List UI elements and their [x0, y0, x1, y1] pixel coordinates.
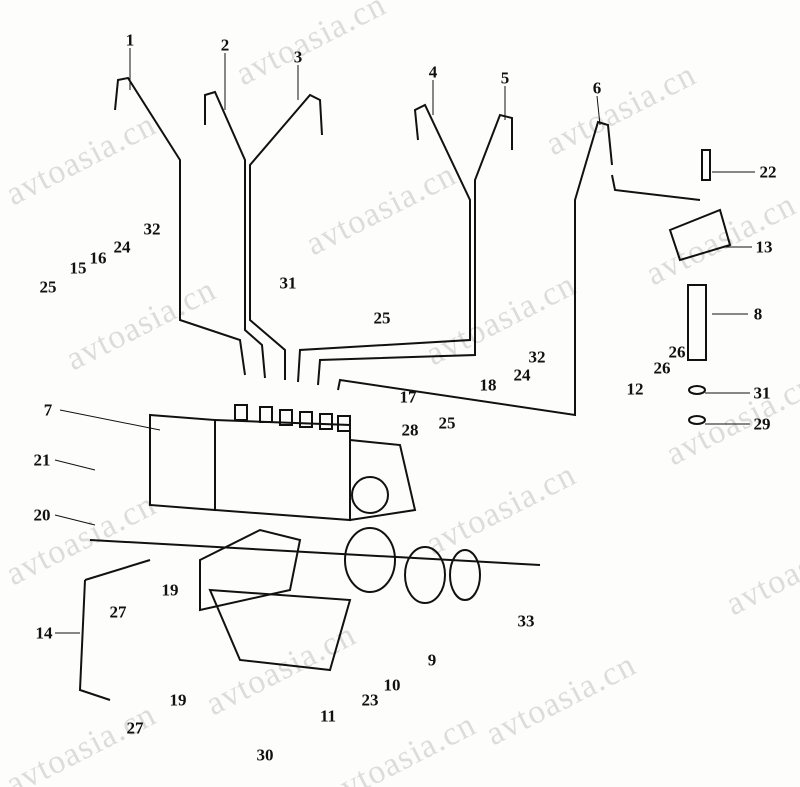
callout-31: 31	[753, 383, 771, 403]
callout-26: 26	[668, 342, 686, 362]
leader-lines	[54, 48, 755, 634]
callout-24: 24	[513, 365, 531, 385]
callout-6: 6	[592, 78, 602, 98]
callout-7: 7	[43, 400, 53, 420]
callout-20: 20	[33, 505, 51, 525]
callout-18: 18	[479, 375, 497, 395]
callout-9: 9	[427, 650, 437, 670]
callout-19: 19	[161, 580, 179, 600]
callout-30: 30	[256, 745, 274, 765]
callout-23: 23	[361, 690, 379, 710]
callout-10: 10	[383, 675, 401, 695]
callout-21: 21	[33, 450, 51, 470]
callout-26: 26	[653, 358, 671, 378]
callout-27: 27	[109, 602, 127, 622]
callout-13: 13	[755, 237, 773, 257]
callout-2: 2	[220, 35, 230, 55]
injection-pump-body	[78, 404, 541, 701]
callout-12: 12	[626, 379, 644, 399]
callout-25: 25	[373, 308, 391, 328]
callout-17: 17	[399, 387, 417, 407]
callout-19: 19	[169, 690, 187, 710]
callout-8: 8	[753, 304, 763, 324]
callout-22: 22	[759, 162, 777, 182]
injector	[668, 149, 732, 425]
callout-24: 24	[113, 237, 131, 257]
callout-32: 32	[528, 347, 546, 367]
callout-3: 3	[293, 47, 303, 67]
callout-28: 28	[401, 420, 419, 440]
callout-29: 29	[753, 414, 771, 434]
callout-4: 4	[428, 62, 438, 82]
callout-27: 27	[126, 718, 144, 738]
callout-16: 16	[89, 248, 107, 268]
callout-14: 14	[35, 623, 53, 643]
callout-32: 32	[143, 219, 161, 239]
callout-25: 25	[438, 413, 456, 433]
callout-31: 31	[279, 273, 297, 293]
callout-15: 15	[69, 258, 87, 278]
callout-5: 5	[500, 68, 510, 88]
callout-11: 11	[319, 706, 337, 726]
injection-pipes	[114, 76, 701, 417]
callout-1: 1	[125, 30, 135, 50]
callout-33: 33	[517, 611, 535, 631]
callout-25: 25	[39, 277, 57, 297]
